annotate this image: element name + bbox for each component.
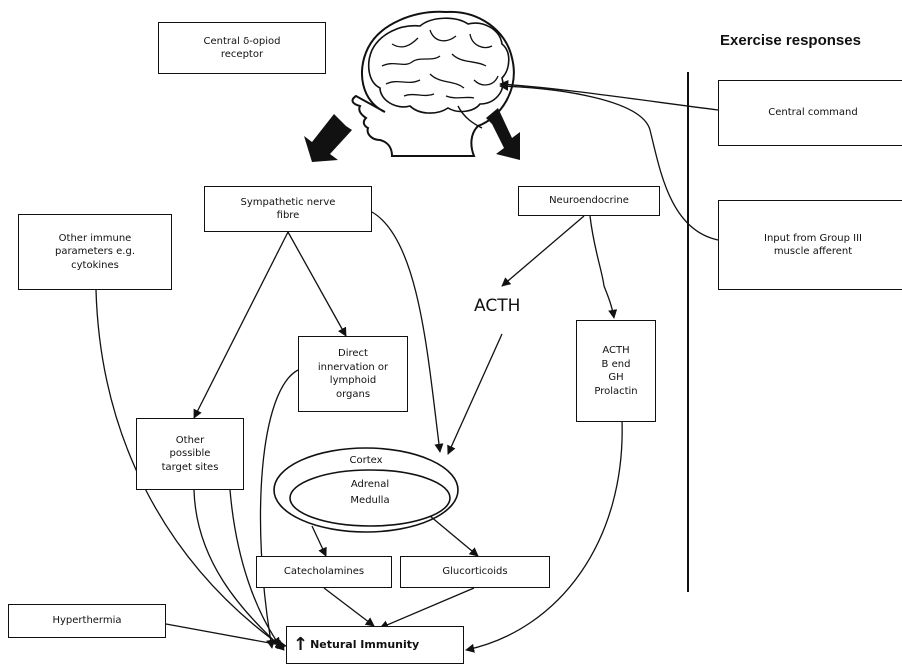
edge-direct-to-immunity <box>259 369 299 649</box>
edge-other-targets-to-immunity-2 <box>229 489 281 647</box>
other-immune-parameters-box: Other immune parameters e.g. cytokines <box>18 214 172 290</box>
edge-neuroendocrine-to-hormones <box>589 215 618 319</box>
edge-sympathetic-to-direct <box>287 231 347 337</box>
sympathetic-nerve-fibre-box: Sympathetic nerve fibre <box>204 186 372 232</box>
direct-innervation-box: Direct innervation or lymphoid organs <box>298 336 408 412</box>
adrenal-gland-shape <box>273 447 459 533</box>
hormones-box: ACTH B end GH Prolactin <box>576 320 656 422</box>
edge-adrenal-to-glucocorticoids <box>429 515 479 557</box>
central-opioid-receptor-box: Central δ-opiod receptor <box>158 22 326 74</box>
edge-hormones-to-immunity <box>465 419 623 653</box>
group3-muscle-afferent-box: Input from Group III muscle afferent <box>718 200 902 290</box>
natural-immunity-label: Netural Immunity <box>310 637 420 651</box>
edge-acth-to-adrenal <box>447 333 503 455</box>
edge-sympathetic-to-other-targets <box>193 231 289 419</box>
edge-neuroendocrine-to-acth <box>501 215 585 287</box>
acth-label: ACTH <box>474 296 521 316</box>
edge-other-targets-to-immunity <box>193 489 285 651</box>
edge-adrenal-to-catecholamines <box>311 525 327 557</box>
head-with-brain-icon <box>351 10 515 157</box>
cortex-label: Cortex <box>349 455 383 466</box>
natural-immunity-box: ↑ Netural Immunity <box>286 626 464 664</box>
edge-sympathetic-to-adrenal <box>371 211 444 453</box>
glucocorticoids-box: Glucorticoids <box>400 556 550 588</box>
edge-catecholamines-to-immunity <box>323 587 375 627</box>
edge-group3-to-head <box>499 81 719 241</box>
edge-glucocorticoids-to-immunity <box>379 587 475 629</box>
exercise-responses-heading: Exercise responses <box>720 32 861 49</box>
edge-hyperthermia-to-immunity <box>165 623 287 649</box>
head-output-arrows <box>304 108 520 162</box>
catecholamines-box: Catecholamines <box>256 556 392 588</box>
adrenal-cortex-ellipse <box>273 447 459 533</box>
adrenal-medulla-label: Adrenal Medulla <box>350 479 390 506</box>
other-target-sites-box: Other possible target sites <box>136 418 244 490</box>
hyperthermia-box: Hyperthermia <box>8 604 166 638</box>
central-command-box: Central command <box>718 80 902 146</box>
neuroendocrine-box: Neuroendocrine <box>518 186 660 216</box>
edge-central-command-to-head <box>499 80 719 111</box>
up-arrow-icon: ↑ <box>293 634 309 655</box>
adrenal-medulla-ellipse <box>289 469 451 527</box>
